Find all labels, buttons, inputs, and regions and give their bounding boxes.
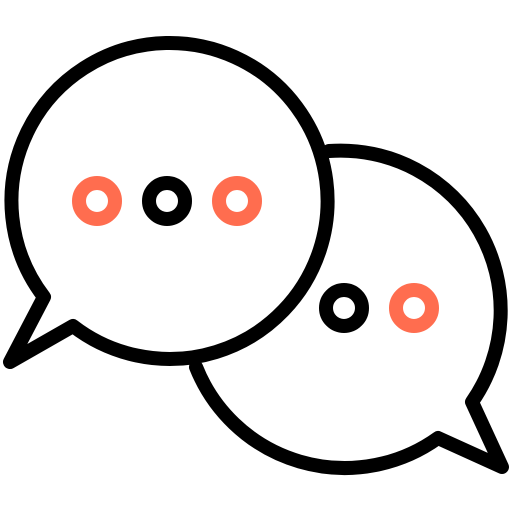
back-bubble-dot-2 — [389, 283, 439, 333]
back-speech-bubble — [189, 143, 509, 475]
front-bubble-outline — [3, 35, 335, 369]
front-bubble-dot-1 — [72, 176, 122, 226]
back-bubble-dot-1 — [319, 283, 369, 333]
front-bubble-dot-2 — [142, 176, 192, 226]
back-bubble-outline — [189, 143, 509, 475]
front-bubble-dot-3 — [212, 176, 262, 226]
front-speech-bubble — [3, 35, 335, 369]
